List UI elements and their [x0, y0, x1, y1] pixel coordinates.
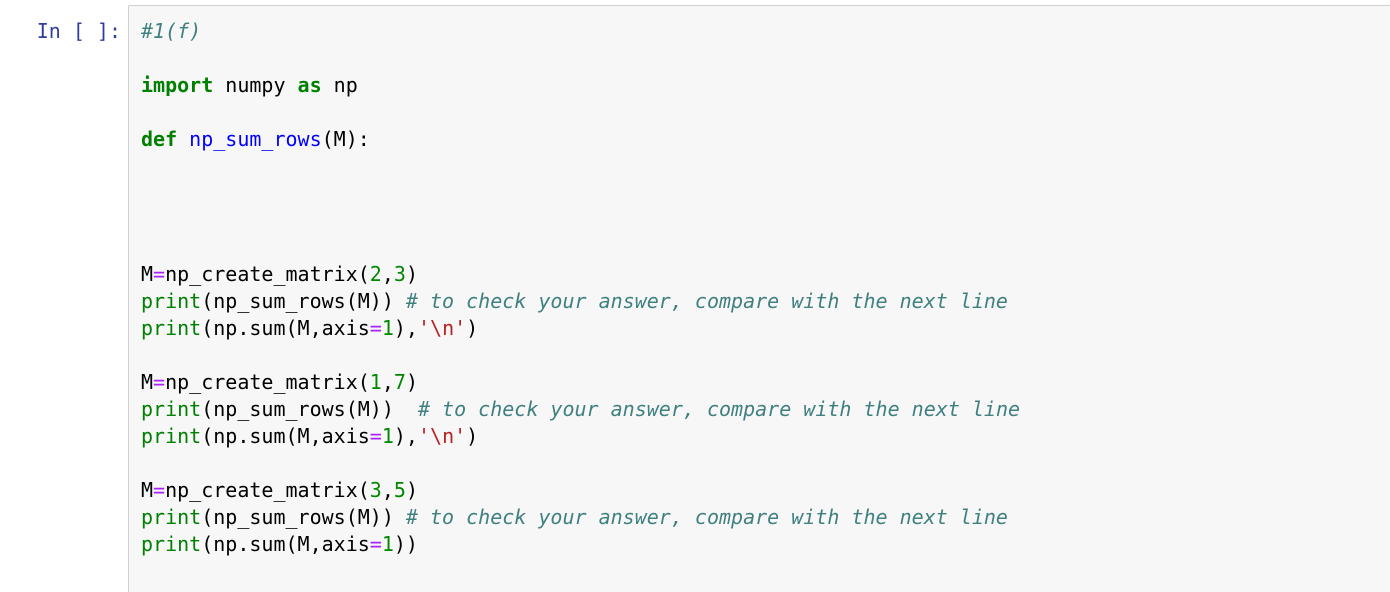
- code-line: [141, 450, 1387, 477]
- code-line: M=np_create_matrix(1,7): [141, 369, 1387, 396]
- code-token-number: 3: [369, 478, 382, 502]
- code-line: import numpy as np: [141, 72, 1387, 99]
- code-token-plain: (np.sum(M,axis: [201, 316, 370, 340]
- code-token-string: '\n': [417, 316, 467, 340]
- code-token-plain: M: [141, 262, 154, 286]
- code-token-plain: ),: [393, 316, 418, 340]
- code-token-operator: =: [153, 262, 166, 286]
- code-cell[interactable]: In [ ]: #1(f) import numpy as np def np_…: [0, 5, 1390, 592]
- code-line: M=np_create_matrix(2,3): [141, 261, 1387, 288]
- code-token-plain: ): [466, 424, 479, 448]
- code-token-number: 1: [381, 424, 394, 448]
- code-token-plain: (np_sum_rows(M)): [201, 289, 406, 313]
- code-line: print(np.sum(M,axis=1),'\n'): [141, 423, 1387, 450]
- code-token-plain: (np_sum_rows(M)): [201, 397, 418, 421]
- code-line: print(np_sum_rows(M)) # to check your an…: [141, 504, 1387, 531]
- code-token-plain: ): [466, 316, 479, 340]
- code-token-number: 3: [393, 262, 406, 286]
- code-token-plain: ),: [393, 424, 418, 448]
- code-token-number: 5: [393, 478, 406, 502]
- code-line: [141, 153, 1387, 180]
- code-token-operator: =: [153, 478, 166, 502]
- code-token-plain: np_create_matrix(: [165, 478, 370, 502]
- code-token-plain: ,: [381, 370, 394, 394]
- code-line: [141, 342, 1387, 369]
- code-token-string: '\n': [417, 424, 467, 448]
- code-token-plain: M: [141, 370, 154, 394]
- code-token-operator: =: [369, 316, 382, 340]
- code-token-keyword: def: [141, 127, 178, 151]
- code-token-operator: =: [153, 370, 166, 394]
- code-token-defname: np_sum_rows: [189, 127, 322, 151]
- code-token-plain: ): [405, 370, 418, 394]
- code-line: [141, 45, 1387, 72]
- code-line: print(np.sum(M,axis=1)): [141, 531, 1387, 558]
- code-token-plain: numpy: [213, 73, 298, 97]
- code-token-builtin: print: [141, 505, 202, 529]
- code-token-number: 1: [381, 532, 394, 556]
- code-line: print(np_sum_rows(M)) # to check your an…: [141, 288, 1387, 315]
- code-line: [141, 234, 1387, 261]
- code-token-plain: M: [141, 478, 154, 502]
- code-token-plain: (M):: [321, 127, 370, 151]
- code-token-operator: =: [369, 532, 382, 556]
- code-token-plain: ): [405, 262, 418, 286]
- code-token-builtin: print: [141, 316, 202, 340]
- code-lines: #1(f) import numpy as np def np_sum_rows…: [141, 18, 1387, 558]
- code-token-plain: (np.sum(M,axis: [201, 532, 370, 556]
- code-token-plain: )): [393, 532, 418, 556]
- code-token-builtin: print: [141, 289, 202, 313]
- code-token-number: 1: [369, 370, 382, 394]
- code-token-number: 1: [381, 316, 394, 340]
- code-line: [141, 99, 1387, 126]
- code-token-keyword: as: [297, 73, 322, 97]
- code-token-plain: (np.sum(M,axis: [201, 424, 370, 448]
- code-token-plain: ,: [381, 262, 394, 286]
- code-token-plain: np_create_matrix(: [165, 262, 370, 286]
- code-line: #1(f): [141, 18, 1387, 45]
- code-token-comment: # to check your answer, compare with the…: [405, 289, 1008, 313]
- code-token-comment: # to check your answer, compare with the…: [405, 505, 1008, 529]
- code-token-operator: =: [369, 424, 382, 448]
- code-line: [141, 180, 1387, 207]
- code-token-comment: #1(f): [141, 19, 202, 43]
- code-token-plain: (np_sum_rows(M)): [201, 505, 406, 529]
- code-editor[interactable]: #1(f) import numpy as np def np_sum_rows…: [128, 5, 1390, 592]
- code-token-plain: np_create_matrix(: [165, 370, 370, 394]
- code-token-builtin: print: [141, 424, 202, 448]
- code-token-comment: # to check your answer, compare with the…: [417, 397, 1021, 421]
- code-line: M=np_create_matrix(3,5): [141, 477, 1387, 504]
- code-line: print(np_sum_rows(M)) # to check your an…: [141, 396, 1387, 423]
- code-line: def np_sum_rows(M):: [141, 126, 1387, 153]
- code-token-plain: ): [405, 478, 418, 502]
- code-token-number: 7: [393, 370, 406, 394]
- code-token-number: 2: [369, 262, 382, 286]
- code-line: [141, 207, 1387, 234]
- code-token-plain: ,: [381, 478, 394, 502]
- code-token-plain: np: [321, 73, 358, 97]
- code-line: print(np.sum(M,axis=1),'\n'): [141, 315, 1387, 342]
- cell-input-prompt: In [ ]:: [36, 19, 121, 43]
- code-token-keyword: import: [141, 73, 214, 97]
- code-token-plain: [177, 127, 189, 151]
- code-token-builtin: print: [141, 532, 202, 556]
- code-token-builtin: print: [141, 397, 202, 421]
